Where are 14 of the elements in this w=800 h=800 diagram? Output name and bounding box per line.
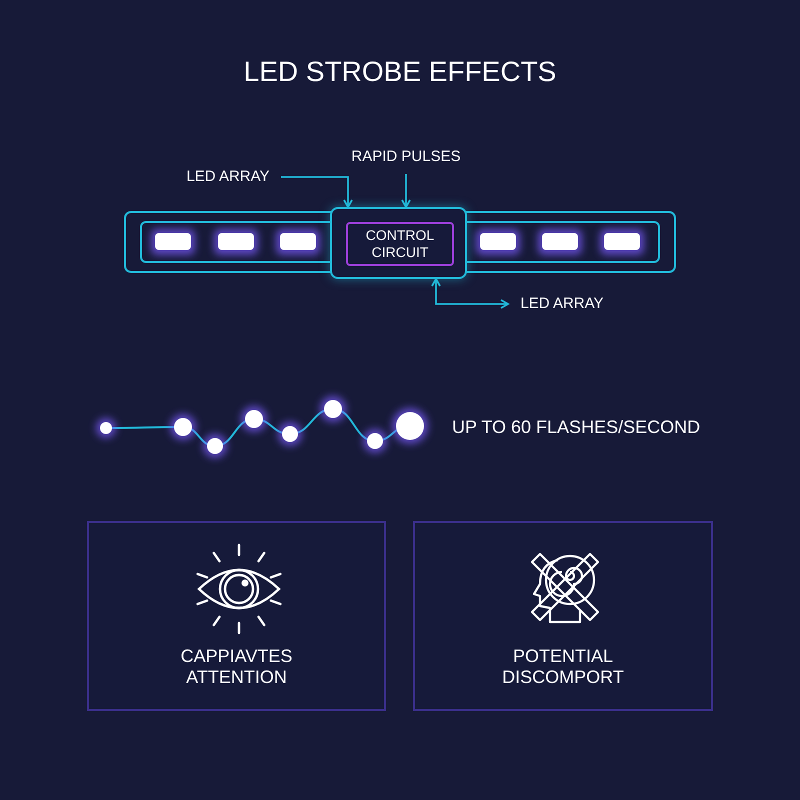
callout-label: LED ARRAY — [512, 293, 612, 315]
rate-label: UP TO 60 FLASHES/SECOND — [452, 416, 700, 438]
arrow — [431, 278, 509, 309]
card-caption: CAPPIAVTES ATTENTION — [180, 646, 294, 688]
info-card — [87, 521, 386, 711]
arrow — [281, 176, 353, 208]
card-caption: POTENTIAL DISCOMPORT — [501, 646, 625, 688]
callout-label: RAPID PULSES — [342, 146, 470, 168]
circuit-housing — [330, 207, 467, 279]
info-card — [413, 521, 713, 711]
control-circuit-box: CONTROL CIRCUIT — [346, 222, 454, 266]
callout-label: LED ARRAY — [180, 166, 276, 188]
arrow — [401, 174, 411, 208]
title: LED STROBE EFFECTS — [242, 56, 558, 88]
